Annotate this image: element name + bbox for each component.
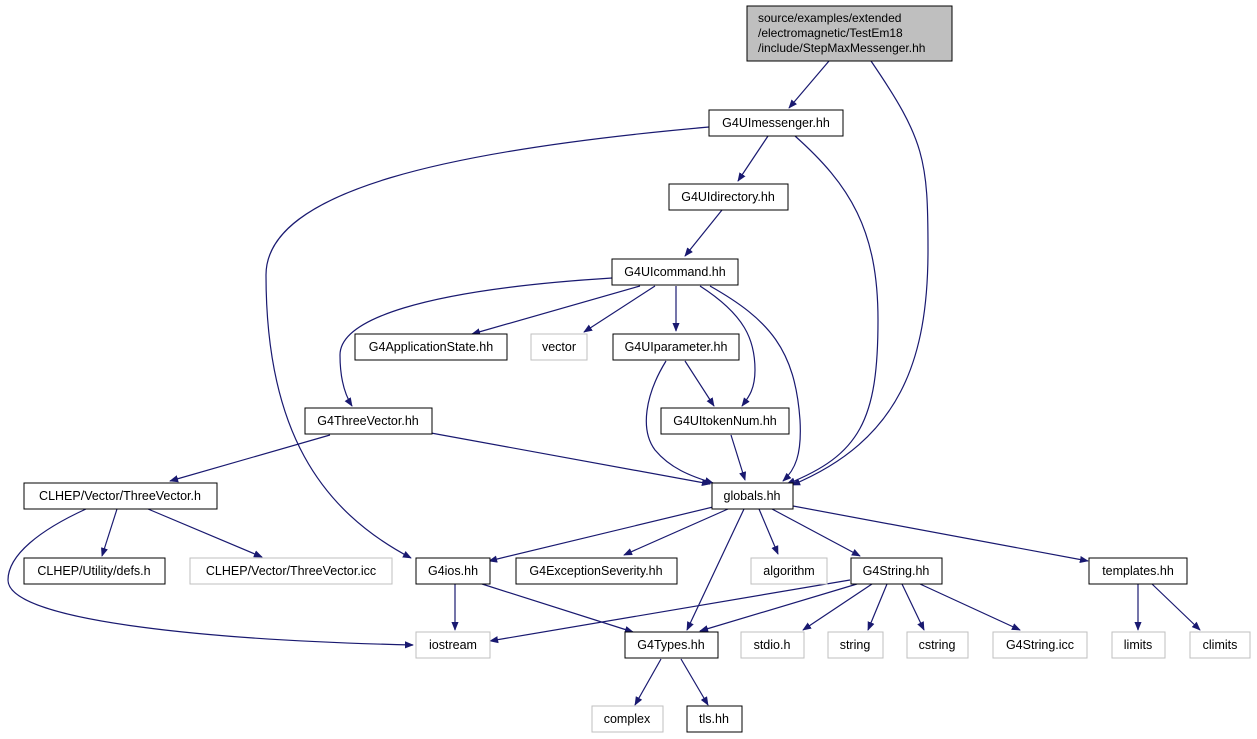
edge-g4string-to-g4string-icc [919,583,1021,631]
node-complex[interactable]: complex [591,705,664,733]
node-g4exceptionseverity[interactable]: G4ExceptionSeverity.hh [515,557,678,585]
node-climits[interactable]: climits [1189,631,1251,659]
node-g4threevector[interactable]: G4ThreeVector.hh [304,407,433,435]
node-label-stdio: stdio.h [754,638,791,652]
edge-g4string-to-stdio [802,583,873,631]
edge-root-to-g4uimessenger [788,60,830,109]
node-label-tls: tls.hh [699,712,729,726]
node-label-clhep-defs: CLHEP/Utility/defs.h [37,564,150,578]
node-g4uiparameter[interactable]: G4UIparameter.hh [612,333,740,361]
edge-g4threevector-to-clhep-threevector [169,434,331,483]
node-label-iostream: iostream [429,638,477,652]
edge-g4uicommand-to-globals [709,285,801,482]
edge-g4uicommand-to-g4uitokennum [699,285,756,407]
node-label-complex: complex [604,712,651,726]
edge-globals-to-g4types [686,508,745,631]
edge-g4string-to-string [867,583,888,631]
node-iostream[interactable]: iostream [415,631,491,659]
node-limits[interactable]: limits [1111,631,1166,659]
node-label-g4uicommand: G4UIcommand.hh [624,265,725,279]
edge-globals-to-g4string [771,508,861,557]
edge-g4uicommand-to-g4threevector [339,277,613,407]
edge-globals-to-templates [792,505,1089,564]
edge-g4uitokennum-to-globals [730,434,747,481]
node-label-g4string-icc: G4String.icc [1006,638,1074,652]
edge-g4ios-to-g4types [481,583,634,633]
edge-templates-to-climits [1151,583,1201,631]
edge-g4types-to-tls [680,658,709,706]
node-g4ios[interactable]: G4ios.hh [415,557,491,585]
node-label-globals: globals.hh [724,489,781,503]
node-clhep-threevector-icc[interactable]: CLHEP/Vector/ThreeVector.icc [189,557,393,585]
node-label-g4exceptionseverity: G4ExceptionSeverity.hh [529,564,662,578]
node-label-cstring: cstring [919,638,956,652]
node-label-g4uitokennum: G4UItokenNum.hh [673,414,777,428]
edge-globals-to-algorithm [758,508,779,555]
edge-root-to-globals [791,60,929,486]
node-label-algorithm: algorithm [763,564,814,578]
node-stdio[interactable]: stdio.h [740,631,805,659]
node-g4uicommand[interactable]: G4UIcommand.hh [611,258,739,286]
node-g4string-icc[interactable]: G4String.icc [992,631,1088,659]
node-label-g4applicationstate: G4ApplicationState.hh [369,340,493,354]
node-label-g4threevector: G4ThreeVector.hh [317,414,419,428]
node-string[interactable]: string [827,631,884,659]
edge-g4uiparameter-to-globals [645,360,714,485]
node-label-clhep-threevector-icc: CLHEP/Vector/ThreeVector.icc [206,564,376,578]
node-g4uidirectory[interactable]: G4UIdirectory.hh [668,183,789,211]
edge-globals-to-g4exceptionseverity [623,508,729,556]
node-g4uimessenger[interactable]: G4UImessenger.hh [708,109,844,137]
root-node[interactable]: source/examples/extended /electromagneti… [746,5,953,62]
edge-g4string-to-cstring [901,583,925,631]
node-label-string: string [840,638,871,652]
edge-g4uidirectory-to-g4uicommand [684,209,723,257]
edge-g4uimessenger-to-g4ios [265,126,710,559]
node-templates[interactable]: templates.hh [1088,557,1188,585]
edge-g4uimessenger-to-globals [786,135,879,485]
node-g4types[interactable]: G4Types.hh [624,631,719,659]
node-label-clhep-threevector-h: CLHEP/Vector/ThreeVector.h [39,489,201,503]
node-g4string[interactable]: G4String.hh [850,557,943,585]
node-globals[interactable]: globals.hh [711,482,794,510]
node-tls[interactable]: tls.hh [686,705,743,733]
edge-g4uiparameter-to-g4uitokennum [684,360,715,407]
node-label-limits: limits [1124,638,1152,652]
root-label-line-1: source/examples/extended [758,11,901,25]
node-label-vector: vector [542,340,576,354]
dependency-nodes: source/examples/extended /electromagneti… [23,5,1251,733]
node-vector[interactable]: vector [530,333,588,361]
edge-g4string-to-iostream [489,579,851,644]
dependency-edges [7,60,1201,706]
edge-g4string-to-g4types [699,583,858,633]
node-label-templates: templates.hh [1102,564,1174,578]
node-g4uitokennum[interactable]: G4UItokenNum.hh [660,407,790,435]
node-label-g4ios: G4ios.hh [428,564,478,578]
node-clhep-defs[interactable]: CLHEP/Utility/defs.h [23,557,166,585]
edge-g4uimessenger-to-g4uidirectory [737,135,769,182]
node-label-g4uidirectory: G4UIdirectory.hh [681,190,775,204]
node-algorithm[interactable]: algorithm [750,557,828,585]
node-g4applicationstate[interactable]: G4ApplicationState.hh [354,333,508,361]
edge-globals-to-g4ios [488,506,714,563]
root-label-line-2: /electromagnetic/TestEm18 [758,26,903,40]
edge-clhep-threevector-to-clhep-defs [101,508,118,557]
node-label-g4uiparameter: G4UIparameter.hh [625,340,728,354]
node-label-climits: climits [1203,638,1238,652]
root-label-line-3: /include/StepMaxMessenger.hh [758,41,925,55]
node-cstring[interactable]: cstring [906,631,969,659]
edge-clhep-threevector-to-clhep-icc [147,508,263,558]
edge-g4threevector-to-globals [430,432,711,487]
node-label-g4types: G4Types.hh [637,638,704,652]
edge-g4uicommand-to-vector [583,285,656,333]
node-label-g4uimessenger: G4UImessenger.hh [722,116,830,130]
edge-g4uicommand-to-g4applicationstate [471,285,641,336]
node-label-g4string: G4String.hh [863,564,930,578]
node-clhep-threevector-h[interactable]: CLHEP/Vector/ThreeVector.h [23,482,218,510]
edge-g4types-to-complex [634,658,662,706]
edge-clhep-threevector-to-iostream [7,508,414,649]
